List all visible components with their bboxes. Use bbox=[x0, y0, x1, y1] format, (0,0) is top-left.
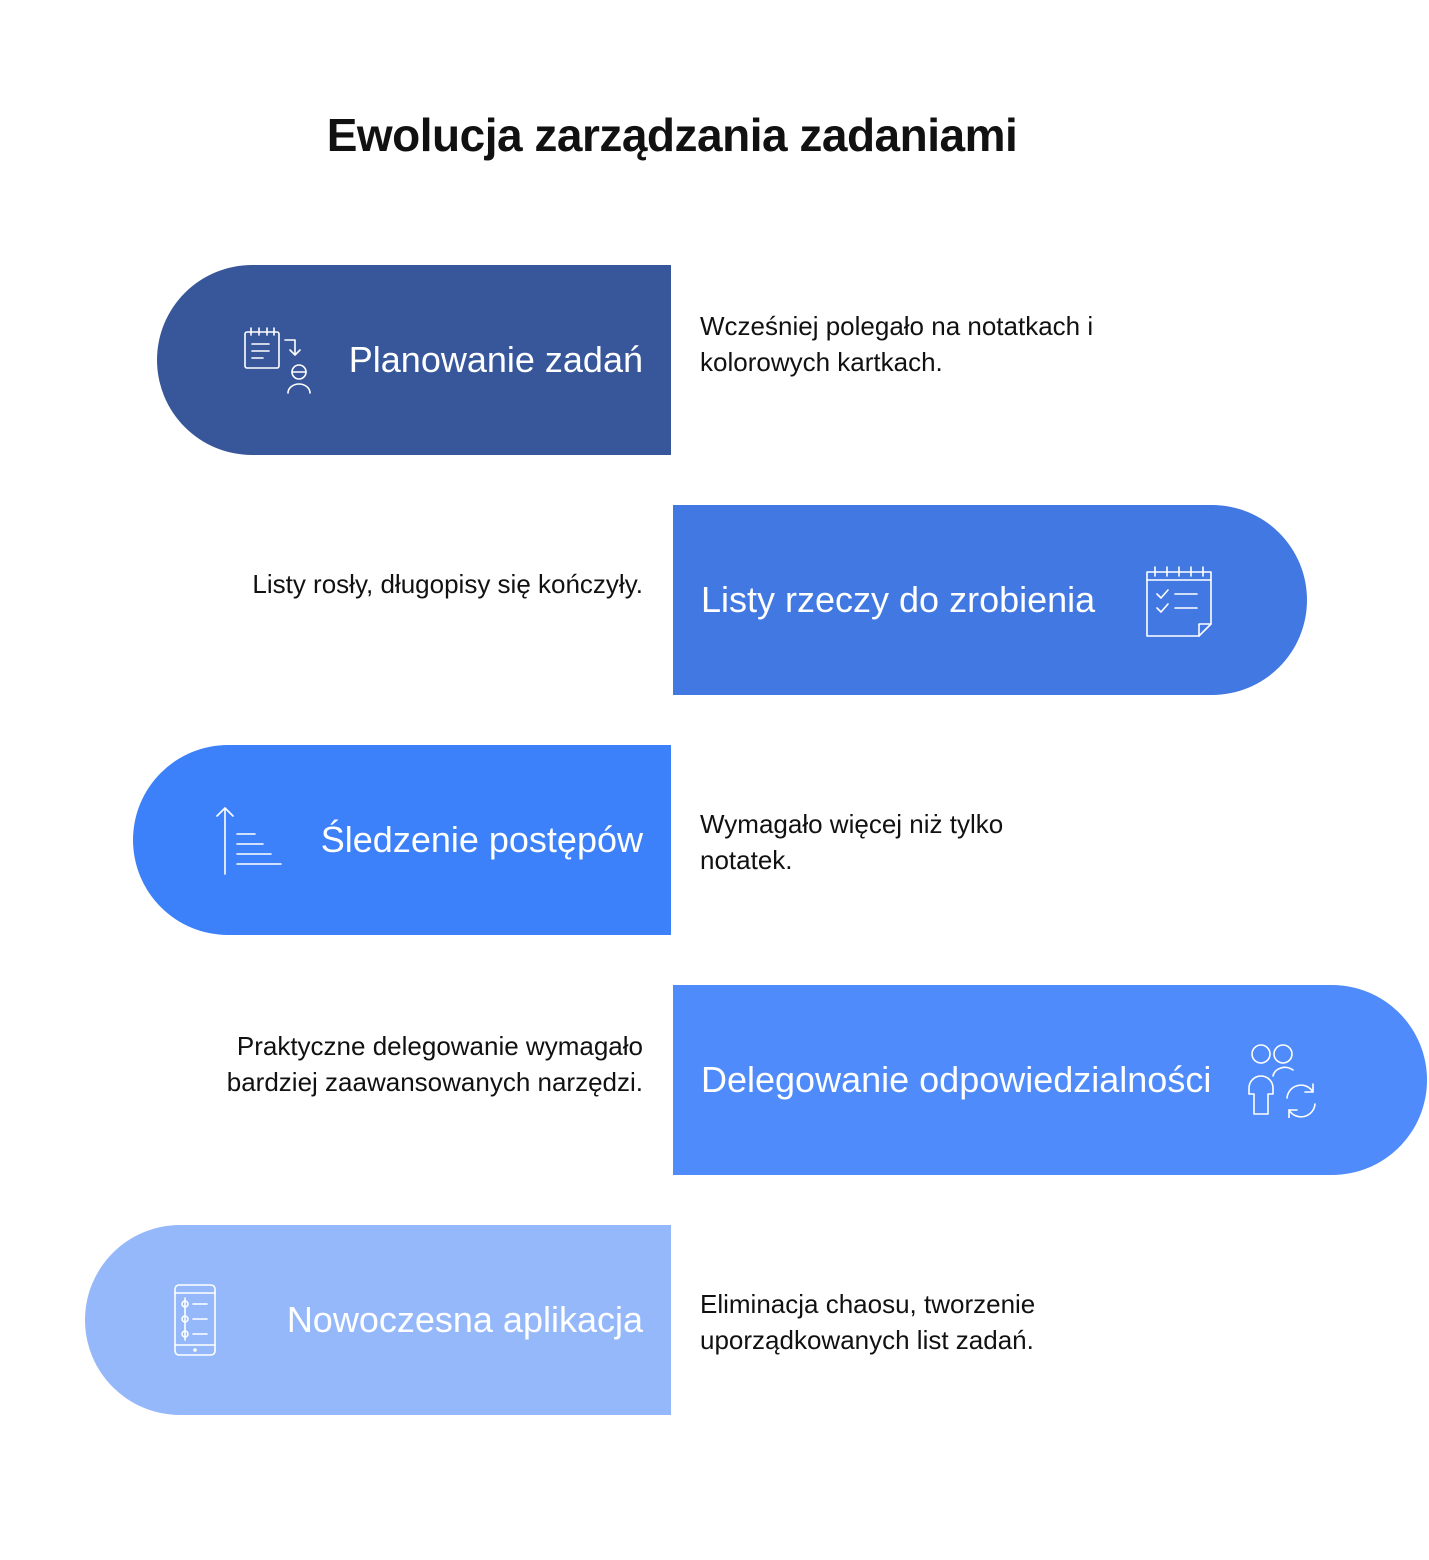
progress-bars-icon bbox=[211, 802, 287, 878]
stage-description: Praktyczne delegowanie wymagało bardziej… bbox=[226, 1031, 643, 1097]
delegation-people-icon bbox=[1243, 1042, 1319, 1118]
stage-listy-pill: Listy rzeczy do zrobienia bbox=[673, 505, 1307, 695]
mobile-app-list-icon bbox=[157, 1282, 233, 1358]
stage-delegowanie-pill: Delegowanie odpowiedzialności bbox=[673, 985, 1427, 1175]
stage-sledzenie-pill: Śledzenie postępów bbox=[133, 745, 671, 935]
task-planning-icon bbox=[239, 322, 315, 398]
checklist-notepad-icon bbox=[1141, 562, 1217, 638]
stage-aplikacja-pill: Nowoczesna aplikacja bbox=[85, 1225, 671, 1415]
stage-label: Śledzenie postępów bbox=[320, 819, 643, 860]
stage-label: Nowoczesna aplikacja bbox=[286, 1299, 643, 1340]
stage-label: Listy rzeczy do zrobienia bbox=[701, 579, 1096, 620]
stage-label: Planowanie zadań bbox=[348, 339, 643, 380]
page-title: Ewolucja zarządzania zadaniami bbox=[326, 109, 1018, 161]
stage-label: Delegowanie odpowiedzialności bbox=[701, 1059, 1212, 1100]
stage-planowanie-pill: Planowanie zadań bbox=[157, 265, 671, 455]
stage-description: Eliminacja chaosu, tworzenie uporządkowa… bbox=[700, 1289, 1036, 1355]
stage-description: Wcześniej polegało na notatkach i koloro… bbox=[700, 311, 1094, 377]
stage-description: Listy rosły, długopisy się kończyły. bbox=[252, 569, 643, 599]
stage-description: Wymagało więcej niż tylko notatek. bbox=[700, 809, 1004, 875]
